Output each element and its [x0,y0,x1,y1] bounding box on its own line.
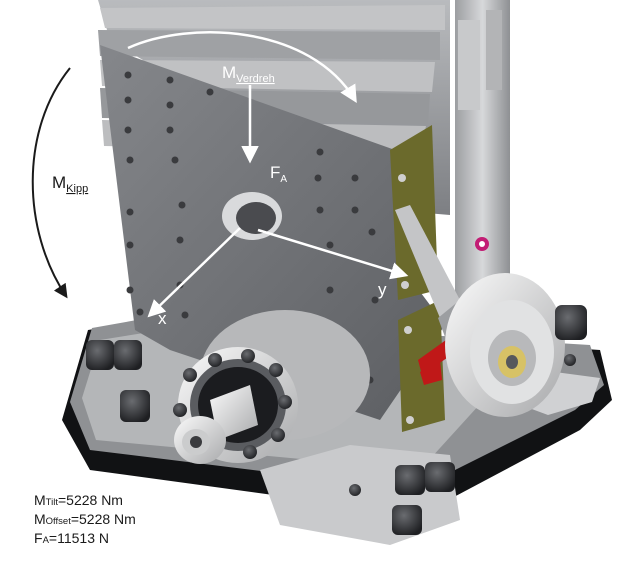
summary-axial-force: FA=11513 N [34,530,109,546]
label-axis-x: x [158,309,167,328]
plate-bolt-holes [124,71,379,384]
label-m-verdreh: MVerdreh [222,63,275,85]
rear-column [455,0,510,330]
flange-bolts [173,349,292,459]
load-summary: MTilt=5228 Nm MOffset=5228 Nm FA=11513 N [34,492,136,549]
summary-offset-moment: MOffset=5228 Nm [34,511,136,527]
base-bolts [86,305,587,535]
torsion-moment-arrow [127,31,357,103]
label-f-a: FA [270,163,287,185]
summary-tilt-moment: MTilt=5228 Nm [34,492,123,508]
axis-y-arrow [257,228,409,280]
center-bore [222,192,282,240]
axis-x-arrow [147,227,241,318]
right-bearing [445,273,565,417]
front-flange [174,310,370,464]
label-axis-y: y [378,280,387,299]
label-m-kipp: MKipp [52,173,88,195]
tilt-moment-arrow [31,67,71,299]
